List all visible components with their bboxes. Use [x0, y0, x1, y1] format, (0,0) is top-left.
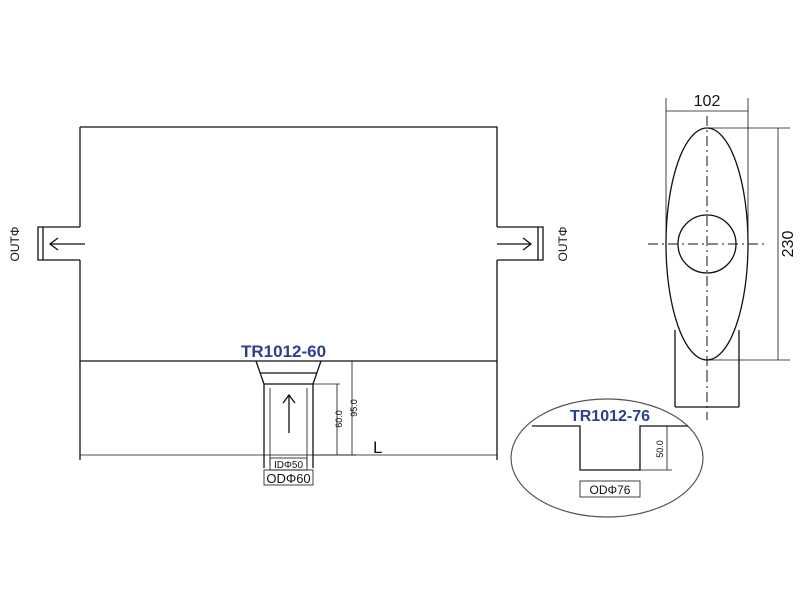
od-dimension-box	[263, 469, 314, 486]
body-outline	[79, 126, 498, 362]
height-230-label: 230	[780, 231, 797, 258]
right-pipe	[497, 226, 544, 261]
dim-60-label: 60.0	[334, 410, 344, 428]
model-label-76: TR1012-76	[570, 408, 650, 425]
left-pipe	[37, 226, 80, 261]
length-label: L	[373, 438, 382, 457]
top-view	[37, 126, 544, 362]
front-view	[79, 360, 498, 486]
side-view	[648, 98, 790, 420]
od-76-label: ODΦ76	[590, 483, 631, 497]
right-flow-arrow-icon	[497, 237, 533, 251]
dim-50-label: 50.0	[655, 440, 665, 458]
inlet-flow-arrow-icon	[282, 393, 296, 433]
out-right-label: OUTΦ	[556, 227, 570, 262]
model-label-60: TR1012-60	[241, 342, 326, 361]
od-76-box	[579, 480, 641, 498]
left-flow-arrow-icon	[48, 237, 85, 251]
id-50-label: IDΦ50	[274, 460, 304, 471]
out-left-label: OUTΦ	[8, 227, 22, 262]
dim-95-label: 95.0	[349, 399, 359, 417]
od-60-label: ODΦ60	[266, 471, 310, 486]
detail-bubble	[510, 398, 704, 518]
detail-inset	[510, 398, 704, 518]
width-102-label: 102	[694, 93, 721, 110]
